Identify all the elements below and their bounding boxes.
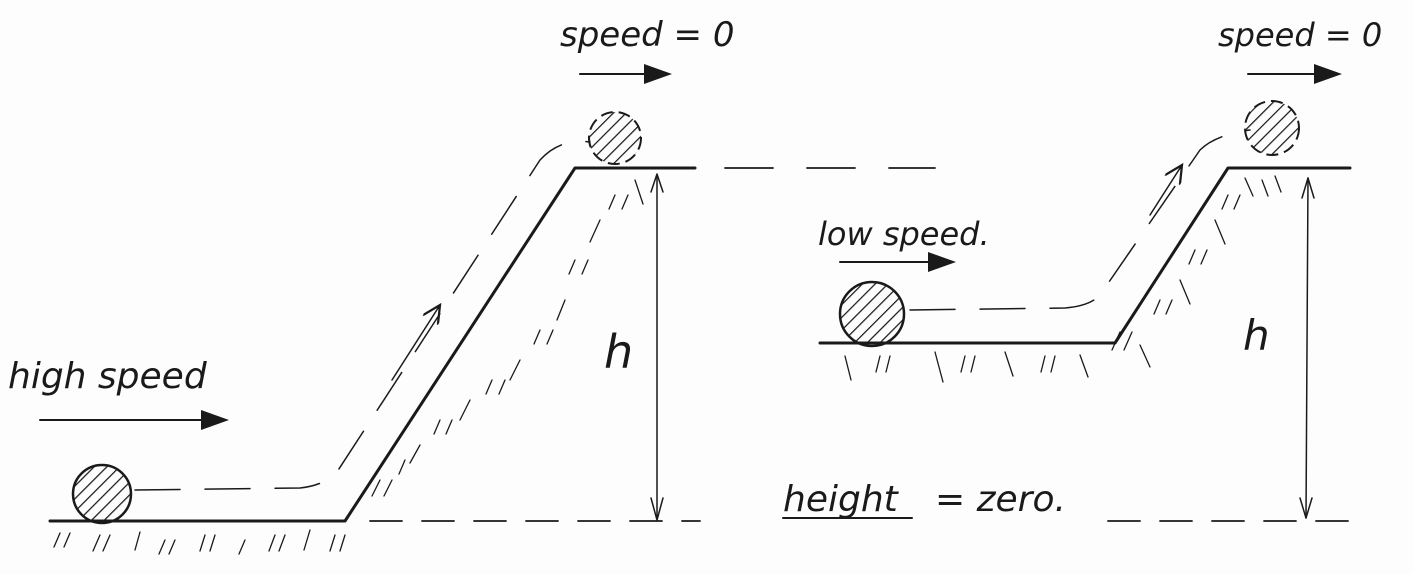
- left-slope-arrow: [391, 305, 440, 381]
- left-scene: high speed speed = 0 h: [8, 15, 936, 555]
- low-speed-label: low speed.: [818, 215, 990, 253]
- left-h-arrow-bottom: [650, 497, 664, 521]
- left-ball-bottom: [71, 463, 133, 525]
- right-ball-top: [1244, 100, 1300, 156]
- right-ball-bottom: [838, 280, 906, 348]
- right-ground-hatching: [844, 175, 1282, 383]
- speed-zero-right-label: speed = 0: [1218, 16, 1382, 54]
- height-zero-annotation: height = zero.: [782, 479, 1066, 520]
- height-word: height: [783, 479, 900, 520]
- speed-zero-left-label: speed = 0: [560, 15, 734, 55]
- right-scene: low speed. speed = 0 h: [818, 16, 1382, 522]
- left-ball-top: [588, 111, 642, 165]
- right-motion-path: [909, 129, 1251, 311]
- left-h-arrow-top: [650, 173, 664, 193]
- left-h-label: h: [604, 325, 633, 379]
- right-h-dimension-line: [1305, 177, 1309, 519]
- right-slope-arrow: [1149, 165, 1182, 216]
- left-ground-hatching: [53, 179, 644, 555]
- height-zero-text: = zero.: [935, 479, 1066, 520]
- right-ground-profile: [818, 166, 1352, 345]
- left-motion-path: [134, 140, 591, 491]
- right-h-label: h: [1243, 311, 1270, 360]
- right-h-arrow-top: [1301, 177, 1315, 199]
- left-ground-profile: [48, 166, 697, 523]
- right-h-arrow-bottom: [1299, 497, 1313, 519]
- high-speed-label: high speed: [8, 356, 208, 397]
